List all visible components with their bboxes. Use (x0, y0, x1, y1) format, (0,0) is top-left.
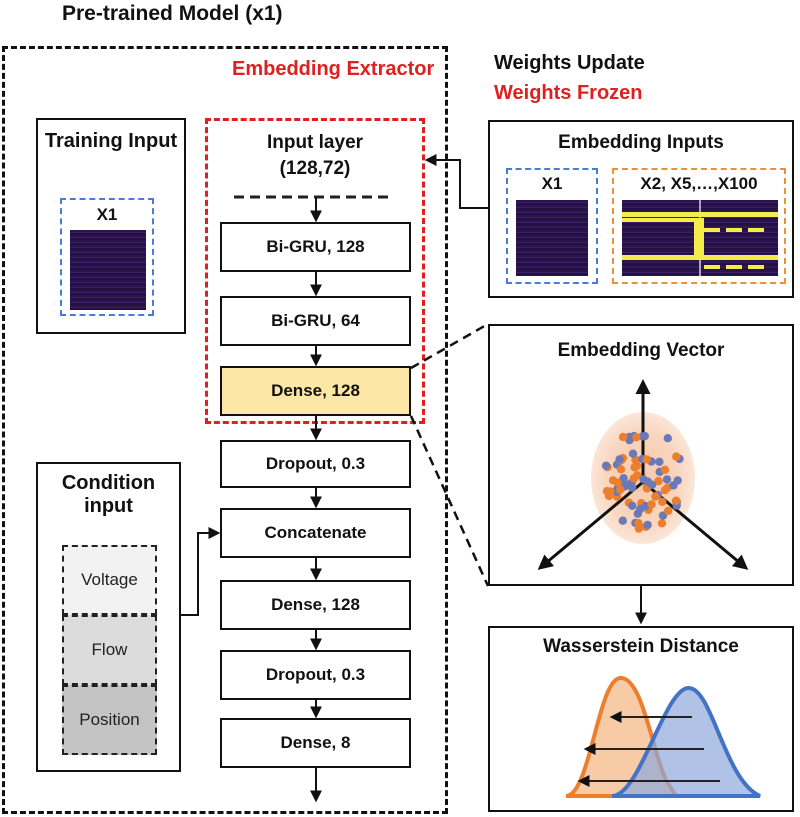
embedding-point (618, 432, 628, 442)
layer-dense-128: Dense, 128 (220, 580, 411, 630)
embedding-vector-title: Embedding Vector (557, 340, 725, 361)
legend-weights-update: Weights Update (494, 52, 645, 74)
embedding-point (669, 481, 678, 490)
embedding-point (628, 483, 637, 492)
embedding-point (672, 496, 681, 505)
embedding-point (630, 463, 639, 472)
embedding-point (615, 455, 624, 464)
embedding-point (672, 452, 681, 461)
training-input-heatmap (70, 230, 146, 310)
layer-dense-8: Dense, 8 (220, 718, 411, 768)
model-title: Pre-trained Model (x1) (62, 2, 283, 25)
embedding-inputs-x1-label: X1 (541, 174, 563, 193)
embedding-point (613, 478, 622, 487)
embedding-point (662, 475, 672, 484)
embedding-point (647, 480, 657, 489)
embedding-point (619, 478, 629, 487)
embedding-point (606, 487, 615, 496)
legend-weights-frozen: Weights Frozen (494, 82, 643, 104)
layer-dropout-a: Dropout, 0.3 (220, 440, 411, 488)
embedding-point (628, 501, 637, 510)
layer-bigru-128: Bi-GRU, 128 (220, 222, 411, 272)
layer-concatenate: Concatenate (220, 508, 411, 558)
training-input-sample-frame (60, 198, 154, 316)
embedding-inputs-x1-frame (506, 168, 598, 284)
layer-dense-128-frozen: Dense, 128 (220, 366, 411, 416)
embedding-point (660, 486, 670, 495)
embedding-point (663, 434, 672, 443)
embedding-extractor-title: Embedding Extractor (232, 58, 435, 80)
embedding-point (639, 475, 648, 484)
embedding-point (647, 500, 656, 509)
embedding-point (629, 474, 639, 483)
wasserstein-title: Wasserstein Distance (543, 636, 739, 657)
input-layer-label: Input layer (266, 132, 364, 153)
condition-voltage: Voltage (62, 545, 157, 615)
blue-distribution (611, 686, 761, 798)
layer-dropout-b: Dropout, 0.3 (220, 650, 411, 700)
embedding-inputs-to-input-arrow (424, 154, 488, 209)
training-input-title: Training Input (44, 130, 178, 152)
embedding-point (660, 465, 670, 474)
embedding-point (664, 506, 673, 515)
embedding-inputs-x2-label: X2, X5,…,X100 (640, 174, 758, 193)
zoom-connector-bottom (409, 415, 490, 587)
embedding-points (601, 431, 684, 533)
condition-flow: Flow (62, 615, 157, 685)
embedding-point (628, 449, 638, 458)
embedding-point (658, 497, 667, 506)
embedding-inputs-x1-heatmap (516, 200, 588, 276)
condition-to-concat-arrow (181, 527, 221, 616)
embedding-point (601, 461, 611, 470)
embedding-point (618, 516, 627, 525)
condition-position: Position (62, 685, 157, 755)
stripe-pattern (622, 200, 778, 276)
embedding-point (655, 457, 664, 466)
embedding-point (657, 519, 667, 528)
embedding-point (634, 524, 644, 533)
embedding-point (642, 455, 651, 464)
embedding-point (632, 433, 641, 442)
embedding-point (616, 465, 626, 474)
embedding-inputs-x2-frame (612, 168, 786, 284)
embedding-point (654, 476, 663, 486)
transport-arrows (577, 711, 720, 787)
condition-input-title: Condition input (61, 472, 156, 517)
zoom-connector-top (410, 322, 489, 370)
layer-bigru-64: Bi-GRU, 64 (220, 296, 411, 346)
embedding-inputs-title: Embedding Inputs (558, 132, 724, 153)
embedding-point (643, 520, 652, 530)
embedding-point (616, 485, 625, 494)
embedding-point (651, 492, 660, 501)
training-input-sample-label: X1 (96, 205, 118, 224)
embedding-point (636, 504, 645, 514)
input-layer-shape: (128,72) (279, 158, 351, 179)
pretrained-model-boundary (2, 46, 448, 814)
